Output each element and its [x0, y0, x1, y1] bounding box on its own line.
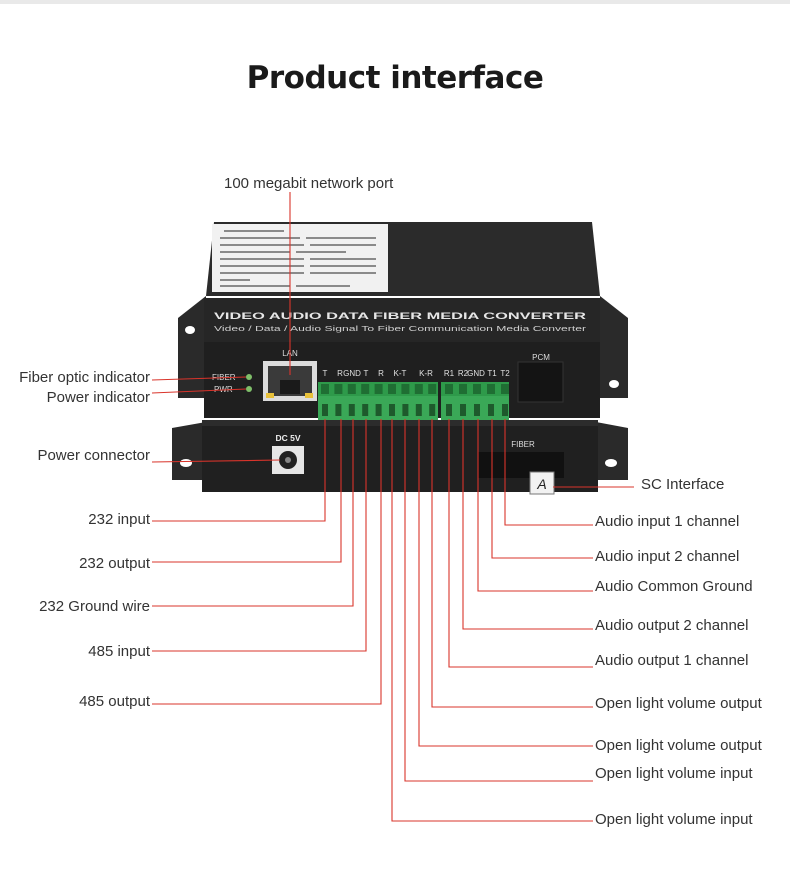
terminal-screw[interactable] [321, 384, 329, 394]
callout-power-connector: Power connector [37, 447, 150, 464]
device-header-line1: VIDEO AUDIO DATA FIBER MEDIA CONVERTER [214, 311, 586, 322]
leader-olv-output-2 [418, 419, 593, 747]
callout-power-indicator: Power indicator [46, 389, 150, 406]
top-divider [0, 0, 790, 4]
leader-audio-ground [477, 419, 593, 592]
terminal-screw[interactable] [361, 384, 370, 394]
terminal-hole [362, 404, 369, 416]
terminal-screw[interactable] [473, 384, 481, 394]
leader-485-output [152, 419, 382, 705]
terminal-hole [429, 404, 436, 416]
terminal-screw[interactable] [401, 384, 410, 394]
callout-audio-output-1: Audio output 1 channel [595, 652, 749, 669]
callout-485-input: 485 input [88, 643, 150, 660]
callout-network-port: 100 megabit network port [224, 175, 394, 192]
terminal-hole [488, 404, 494, 416]
pcm-port[interactable] [517, 361, 564, 403]
page-title: Product interface [246, 60, 544, 96]
terminal-hole [502, 404, 508, 416]
callout-olv-output-1: Open light volume output [595, 695, 762, 712]
callout-232-output: 232 output [79, 555, 150, 572]
callout-audio-ground: Audio Common Ground [595, 578, 753, 595]
leader-audio-output-2 [462, 419, 593, 630]
callout-fiber-indicator: Fiber optic indicator [19, 369, 150, 386]
terminal-hole [460, 404, 466, 416]
terminal-screw[interactable] [501, 384, 509, 394]
terminal-label: T2 [500, 369, 510, 378]
terminal-label: T [323, 369, 328, 378]
terminal-screw[interactable] [428, 384, 437, 394]
leader-power-connector [151, 459, 281, 463]
dc-label: DC 5V [275, 433, 300, 443]
fiber-port-label: FIBER [511, 440, 535, 449]
sc-mark: A [536, 476, 546, 492]
callout-audio-input-1: Audio input 1 channel [595, 513, 740, 530]
leader-232-output [152, 419, 342, 563]
leader-olv-input-2 [391, 419, 593, 822]
terminal-label: K-T [394, 369, 407, 378]
terminal-label: K-R [419, 369, 433, 378]
leader-fiber-indicator [151, 376, 247, 381]
terminal-screw[interactable] [487, 384, 495, 394]
terminal-screw[interactable] [347, 384, 356, 394]
terminal-label: T [364, 369, 369, 378]
device-label-sticker [212, 224, 388, 292]
terminal-screw[interactable] [414, 384, 423, 394]
mounting-flange-right [596, 296, 628, 480]
terminal-label: R1 [444, 369, 455, 378]
terminal-hole [322, 404, 328, 416]
terminal-label: GND [343, 369, 361, 378]
leader-lines [151, 192, 634, 822]
terminal-screw[interactable] [374, 384, 383, 394]
power-led [246, 386, 252, 392]
power-jack[interactable] [272, 446, 304, 474]
leader-232-input [152, 419, 326, 522]
terminal-label: R [378, 369, 384, 378]
terminal-label: T1 [487, 369, 497, 378]
leader-audio-output-1 [448, 419, 593, 668]
terminal-block-audio[interactable] [441, 382, 509, 424]
terminal-hole [446, 404, 452, 416]
callout-olv-input-1: Open light volume input [595, 765, 753, 782]
leader-olv-input-1 [404, 419, 593, 782]
callout-232-input: 232 input [88, 511, 150, 528]
terminal-screw[interactable] [334, 384, 343, 394]
leader-485-input [152, 419, 367, 652]
callout-audio-input-2: Audio input 2 channel [595, 548, 740, 565]
terminal-hole [474, 404, 480, 416]
callout-olv-input-2: Open light volume input [595, 811, 753, 828]
leader-audio-input-1 [504, 419, 593, 526]
callout-olv-output-2: Open light volume output [595, 737, 762, 754]
terminal-screw[interactable] [445, 384, 453, 394]
leader-232-ground [152, 419, 354, 607]
terminal-hole [389, 404, 395, 416]
fiber-led [246, 374, 252, 380]
terminal-block-data[interactable] [318, 382, 438, 424]
terminal-hole [402, 404, 409, 416]
pcm-label: PCM [532, 353, 550, 362]
leader-power-indicator [151, 388, 247, 394]
mounting-flange-left [172, 296, 206, 480]
callout-485-output: 485 output [79, 693, 150, 710]
terminal-hole [375, 404, 382, 416]
terminal-label: R2 [458, 369, 469, 378]
leader-audio-input-2 [491, 419, 593, 559]
callout-sc-interface: SC Interface [641, 476, 725, 493]
callout-232-ground: 232 Ground wire [39, 598, 150, 615]
terminal-screw[interactable] [388, 384, 396, 394]
terminal-screw[interactable] [459, 384, 467, 394]
terminal-hole [415, 404, 422, 416]
device-header-line2: Video / Data / Audio Signal To Fiber Com… [214, 326, 587, 333]
terminal-label: R [337, 369, 343, 378]
callout-audio-output-2: Audio output 2 channel [595, 617, 749, 634]
leader-olv-output-1 [431, 419, 593, 708]
terminal-hole [335, 404, 342, 416]
terminal-hole [348, 404, 355, 416]
terminal-label: GND [467, 369, 485, 378]
